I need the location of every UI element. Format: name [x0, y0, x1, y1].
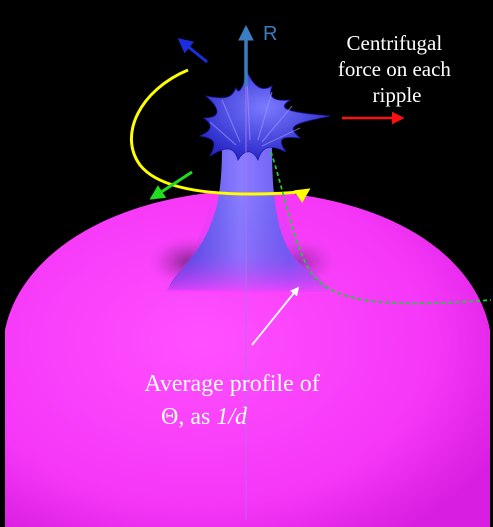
profile-label-2: Θ, as 1/d — [161, 404, 248, 430]
centrifugal-label-line3: ripple — [373, 83, 422, 107]
centrifugal-label: Centrifugal force on each ripple — [338, 31, 456, 107]
centrifugal-label-line1: Centrifugal — [347, 31, 443, 55]
profile-label-math: 1/d — [216, 404, 248, 430]
rotation-arrow-icon — [129, 68, 311, 203]
surface — [5, 190, 490, 527]
profile-curve — [270, 151, 492, 305]
profile-label: Average profile of — [144, 371, 319, 397]
green-arrow-icon — [149, 170, 193, 200]
funnel-fade — [165, 200, 335, 294]
axis-label: R — [263, 23, 277, 45]
centrifugal-label-line2: force on each — [338, 57, 452, 81]
pointer-arrow-icon — [251, 286, 300, 346]
profile-label-line2: Θ, as — [161, 404, 216, 430]
ripple-highlights — [209, 79, 301, 147]
blue-arrow-icon — [177, 38, 208, 64]
profile-label-line1: Average profile of — [144, 371, 319, 397]
